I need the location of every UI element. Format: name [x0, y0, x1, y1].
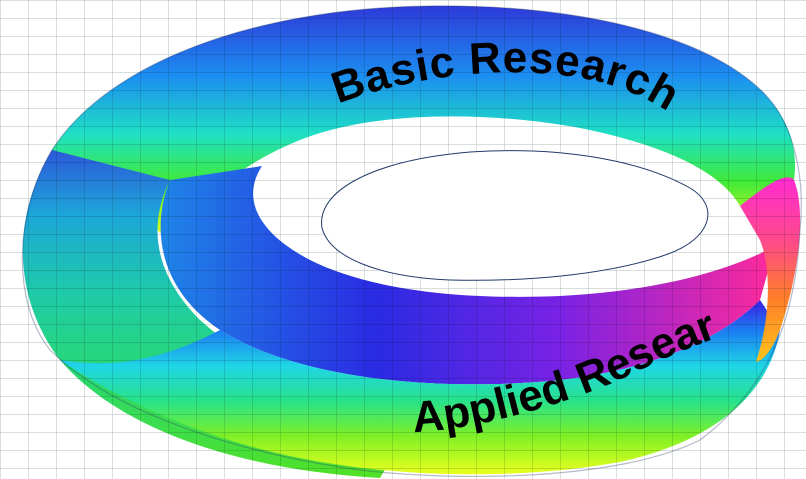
ring-outline — [21, 5, 802, 478]
ring-hole — [321, 150, 709, 281]
